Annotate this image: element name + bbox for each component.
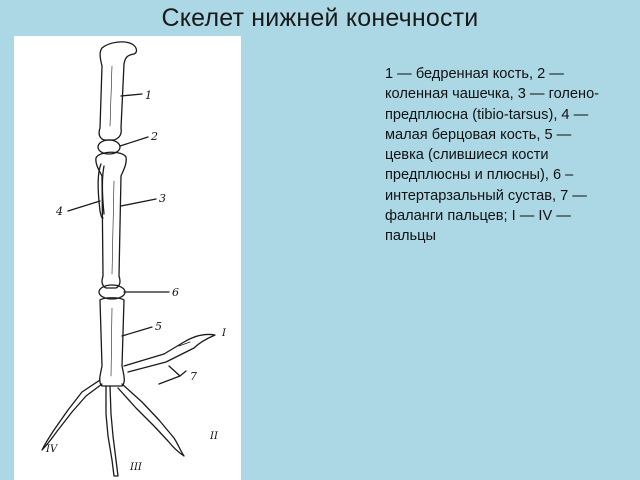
fibula-bone — [97, 163, 104, 219]
label-5: 5 — [155, 320, 162, 333]
label-7: 7 — [190, 370, 197, 383]
toe-label-4: IV — [45, 444, 59, 455]
femur-bone — [98, 41, 138, 141]
label-1: 1 — [145, 89, 152, 102]
tarsometatarsus-bone — [99, 297, 125, 387]
toe-label-3: III — [129, 462, 143, 473]
label-6: 6 — [172, 286, 179, 299]
toe-label-2: II — [209, 431, 219, 442]
toe-3 — [105, 385, 119, 477]
leg-skeleton-drawing: 1 2 3 4 6 5 7 I II III IV — [41, 41, 227, 477]
intertarsal-joint — [98, 284, 126, 300]
slide-title: Скелет нижней конечности — [161, 4, 479, 32]
toe-4 — [41, 379, 103, 451]
toe-2 — [117, 383, 185, 457]
label-4: 4 — [55, 205, 63, 218]
legend-description: 1 — бедренная кость, 2 — коленная чашечк… — [385, 66, 600, 245]
toe-1 — [123, 333, 216, 373]
patella-bone — [97, 139, 121, 155]
skeleton-figure: 1 2 3 4 6 5 7 I II III IV — [14, 36, 241, 480]
label-2: 2 — [150, 130, 158, 143]
label-3: 3 — [159, 192, 166, 205]
tibiotarsus-bone — [95, 151, 127, 289]
toe-label-1: I — [221, 328, 227, 339]
